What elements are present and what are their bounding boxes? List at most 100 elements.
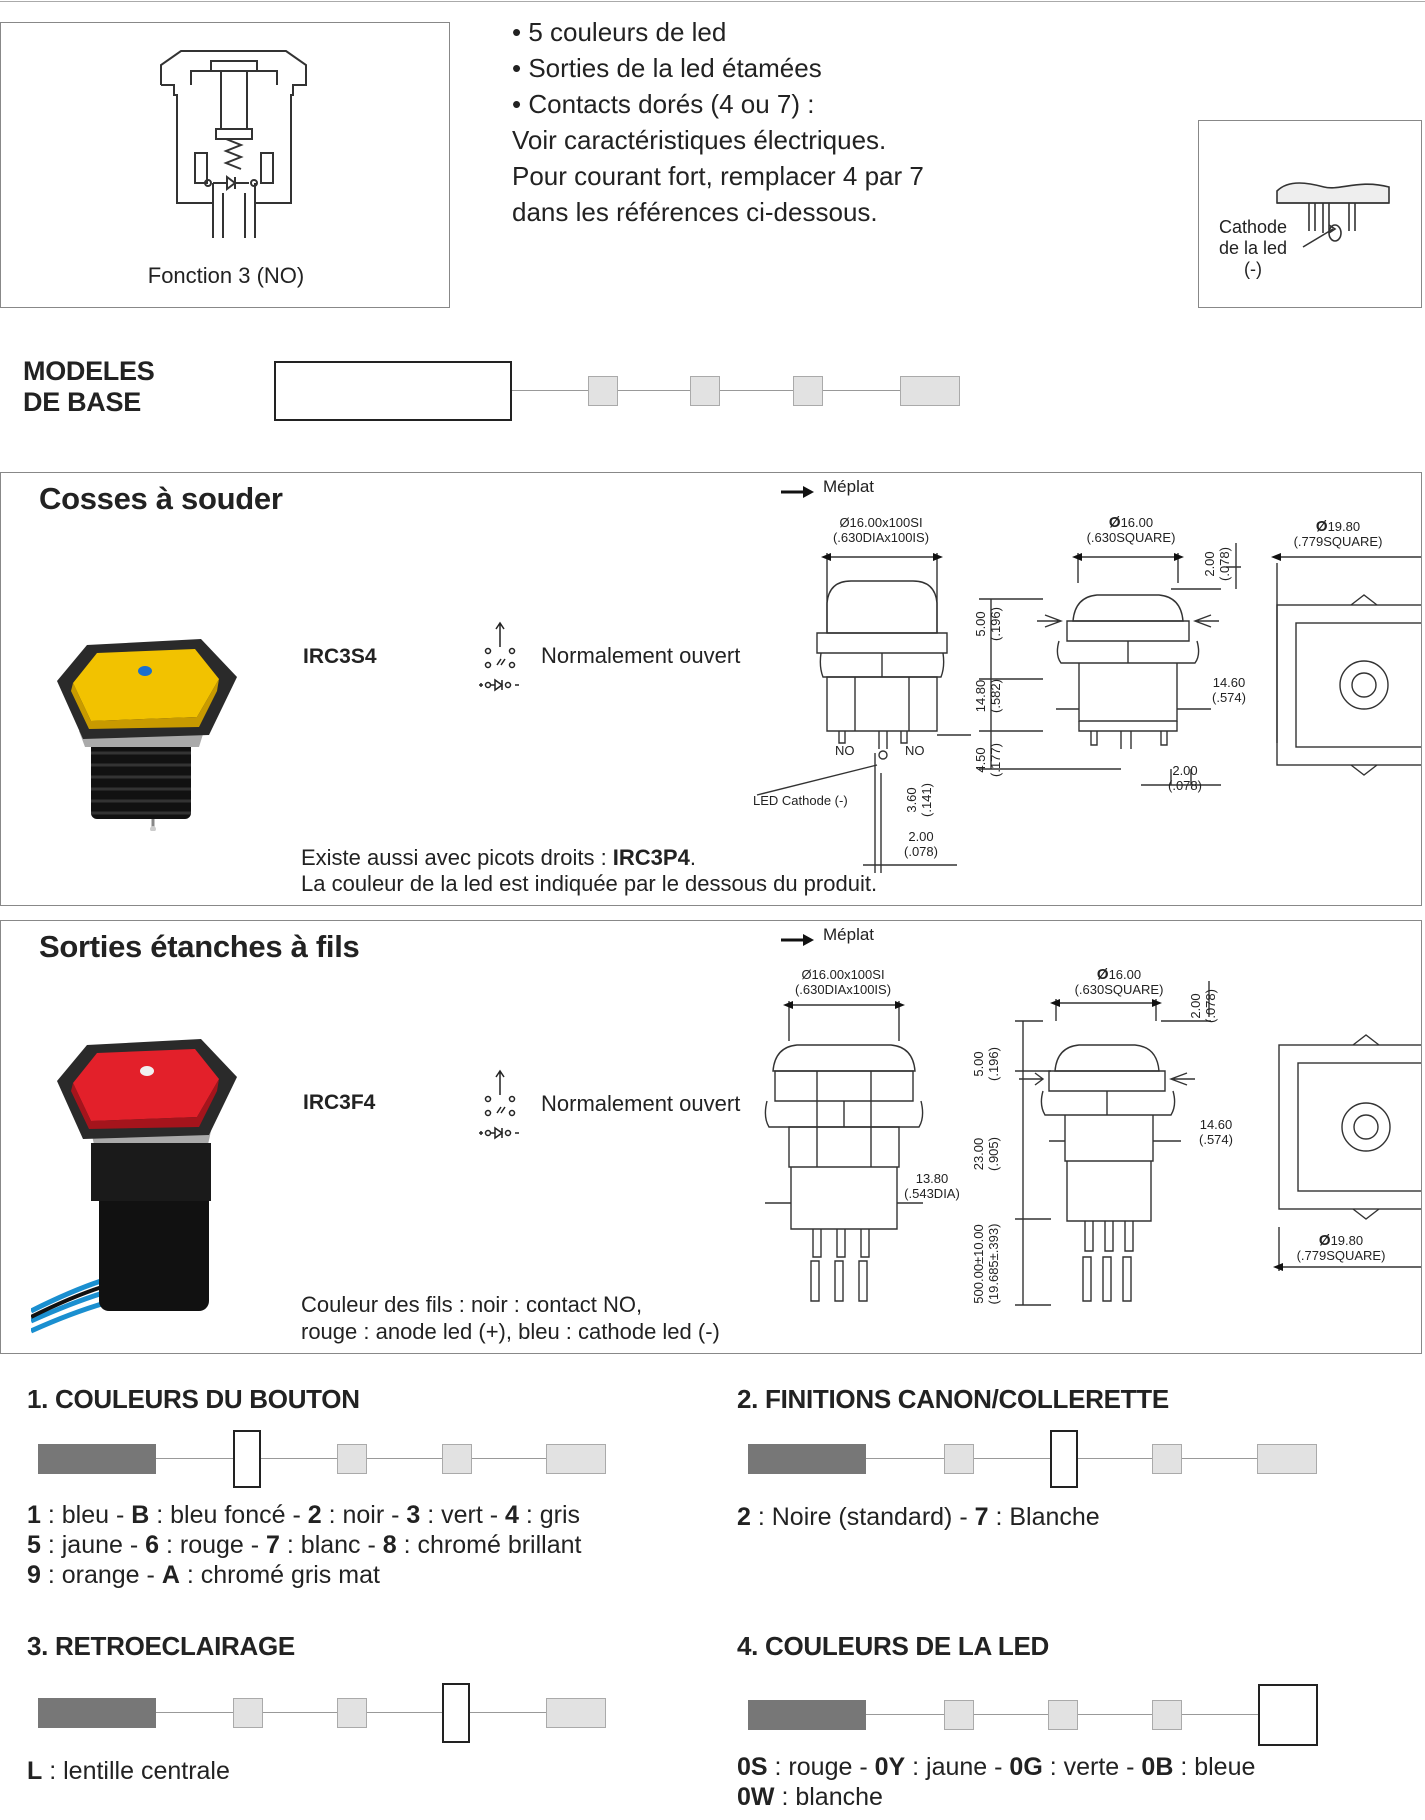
dimension-value: Ø16.00x100SI [839,515,923,530]
dimension-label: Ø16.00 (.630SQUARE) [1064,967,1174,997]
led-cathode-label: LED Cathode (-) [753,793,848,808]
dimension-value: (.630SQUARE) [1086,530,1176,545]
feature-item: Pour courant fort, remplacer 4 par 7 [512,161,924,191]
code-line [156,1458,606,1459]
option-code: 9 [27,1561,41,1589]
dimension-value: 19.80 [1330,1233,1364,1248]
option-values: 2 : Noire (standard) - 7 : Blanche [737,1502,1100,1532]
dimension-label: Ø16.00x100SI (.630DIAx100IS) [783,967,903,997]
option-code: A [161,1561,180,1589]
dimension-value: (.582) [988,679,1003,713]
dimension-value: (.177) [988,743,1003,777]
dimension-value: 23.00 [971,1137,986,1171]
dimension-value: Ø16.00x100SI [801,967,885,982]
code-slot [944,1700,974,1730]
dimension-value: (.196) [986,1047,1001,1081]
switch-symbol-icon [479,621,519,692]
dimension-value: (.141) [919,783,934,817]
dimension-label: Ø19.80 (.779SQUARE) [1283,519,1393,549]
option-code: 0W [737,1783,775,1811]
code-slot-filled [38,1444,156,1474]
option-text: : blanche [774,1783,883,1811]
alt-reference: IRC3P4 [612,845,690,870]
dimension-label: 5.00 (.196) [971,1034,1001,1094]
option-text: : chromé gris mat [179,1561,380,1589]
product-reference: IRC3S4 [303,645,377,668]
option-code: B [131,1501,150,1529]
dimension-label: 14.60 (.574) [1186,1117,1246,1147]
dimension-label: Ø19.80 (.779SQUARE) [1286,1233,1396,1263]
dimension-value: 14.60 [1199,1117,1233,1132]
code-slot [1048,1700,1078,1730]
dimension-value: (.574) [1199,1132,1233,1147]
option-row: 0S : rouge - 0Y : jaune - 0G : verte - 0… [737,1752,1255,1782]
dimension-value: 14.80 [973,679,988,713]
code-slot-filled [748,1444,866,1474]
section-title: Cosses à souder [39,481,283,516]
option-code: 0S [737,1753,768,1781]
code-slot-filled [748,1700,866,1730]
option-text: : rouge - [767,1753,875,1781]
dimension-value: 2.00 [1172,763,1198,778]
base-models-heading: MODELES DE BASE [23,356,155,418]
section-solder: Cosses à souder IRC3S4 Normalement ouver… [0,472,1422,906]
code-slot-active [1050,1430,1078,1488]
dimension-value: 16.00 [1108,967,1142,982]
option-code: 0Y [874,1753,906,1781]
dimension-drawing-solder [756,543,1421,873]
led-cathode-diagram [1276,182,1390,248]
option-code: 0B [1141,1753,1174,1781]
section-title: Sorties étanches à fils [39,929,360,964]
dimension-value: (.574) [1212,690,1246,705]
dimension-label: 4.50 (.177) [973,730,1003,790]
option-row: L : lentille centrale [27,1756,230,1786]
meplat-label: Méplat [823,477,875,496]
dimension-value: 2.00 [1202,551,1217,577]
note-text: . [689,845,696,870]
feature-item: • 5 couleurs de led [512,17,727,47]
feature-item: dans les références ci-dessous. [512,197,878,227]
arrow-right-icon [781,486,814,498]
base-models-line: MODELES [23,356,155,386]
dimension-label: 2.00 (.078) [891,829,951,859]
section-note: Existe aussi avec picots droits : IRC3P4… [301,845,877,897]
dimension-value: (.630DIAx100IS) [832,530,930,545]
code-slot [337,1698,367,1728]
option-title: 4. COULEURS DE LA LED [737,1631,1049,1661]
option-text: : bleu foncé - [149,1501,308,1529]
dimension-value: 5.00 [971,1051,986,1077]
option-text: : Noire (standard) - [750,1503,975,1531]
note-text: rouge : anode led (+), bleu : cathode le… [301,1319,720,1344]
code-slot [546,1444,606,1474]
code-slot [442,1444,472,1474]
dimension-value: (.078) [904,844,938,859]
option-text: : noir - [321,1501,407,1529]
product-photo-yellow [57,639,237,831]
option-text: : orange - [40,1561,162,1589]
option-text: : bleue [1173,1753,1256,1781]
dimension-value: (.078) [1217,547,1232,581]
option-text: : verte - [1042,1753,1142,1781]
option-row: 5 : jaune - 6 : rouge - 7 : blanc - 8 : … [27,1530,581,1560]
dimension-value: 13.80 [915,1171,949,1186]
cathode-label: Cathode de la led (-) [1203,217,1303,280]
base-models-line: DE BASE [23,387,141,417]
option-title: 3. RETROECLAIRAGE [27,1631,295,1661]
feature-item: • Contacts dorés (4 ou 7) : [512,89,815,119]
dimension-drawing-wire [764,981,1421,1306]
dimension-value: (.779SQUARE) [1293,534,1383,549]
code-slot [1152,1700,1182,1730]
top-rule [0,1,1425,2]
dimension-label: 13.80 (.543DIA) [897,1171,967,1201]
option-text: : Blanche [988,1503,1100,1531]
option-values: 1 : bleu - B : bleu foncé - 2 : noir - 3… [27,1500,581,1590]
cathode-label-line: de la led [1218,238,1288,258]
dimension-value: 2.00 [908,829,934,844]
feature-item: Voir caractéristiques électriques. [512,125,887,155]
dimension-label: 2.00 (.078) [1155,763,1215,793]
dimension-label: 2.00 (.078) [1202,534,1232,594]
dimension-value: 5.00 [973,611,988,637]
option-row: 2 : Noire (standard) - 7 : Blanche [737,1502,1100,1532]
pin-label: NO [905,743,925,758]
code-slot [793,376,823,406]
